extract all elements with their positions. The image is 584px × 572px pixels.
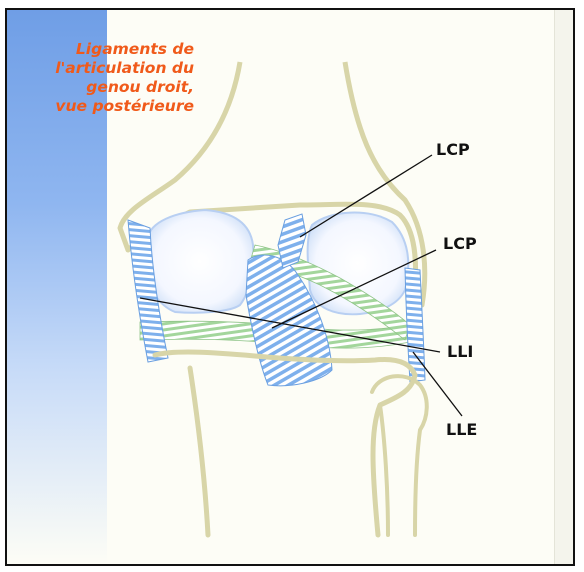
label-lli: LLI (447, 342, 473, 361)
label-lcp-lower: LCP (443, 234, 477, 253)
label-lle: LLE (446, 420, 477, 439)
label-lcp-upper: LCP (436, 140, 470, 159)
medial-condyle (146, 210, 253, 313)
fibula-bone (372, 376, 427, 535)
